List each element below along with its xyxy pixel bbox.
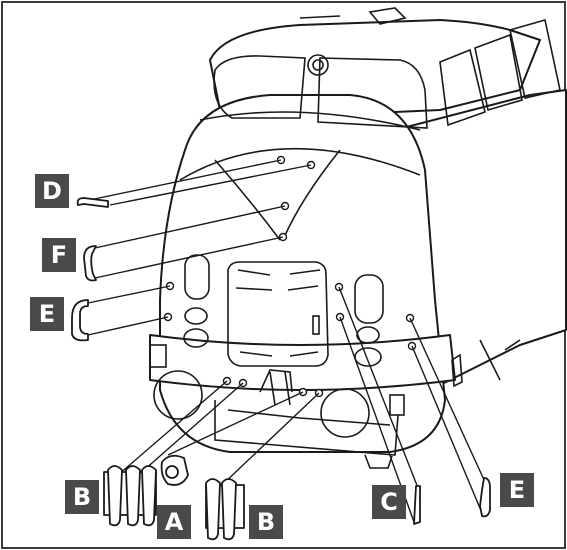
cab-roof	[209, 19, 541, 116]
windshield-right	[317, 57, 428, 129]
buffer-left	[153, 370, 203, 420]
locomotive-details	[149, 7, 561, 469]
label-e-right: E	[500, 473, 534, 507]
side-window-2	[474, 33, 523, 112]
locomotive-body	[149, 19, 567, 453]
grille-left	[184, 254, 210, 300]
part-b-hoses-right	[205, 478, 245, 541]
label-b-left: B	[65, 480, 99, 514]
part-e-handrail-right	[479, 477, 491, 518]
part-d-handrail	[76, 197, 109, 208]
buffer-beam	[149, 334, 456, 391]
front-door	[227, 261, 329, 367]
part-a-coupler	[160, 454, 189, 486]
side-window-3	[509, 18, 561, 99]
label-c: C	[372, 485, 406, 519]
label-d: D	[35, 174, 69, 208]
buffer-right	[320, 388, 370, 438]
windshield-left	[213, 55, 306, 119]
part-e-handrail-left	[71, 299, 89, 342]
part-b-hoses-left	[103, 465, 157, 527]
label-b-right: B	[249, 505, 283, 539]
label-e-left: E	[30, 297, 64, 331]
label-a: A	[157, 505, 191, 539]
parts	[71, 197, 491, 541]
top-lamp	[307, 54, 329, 76]
grille-right	[354, 274, 384, 324]
side-window-1	[439, 48, 486, 127]
leader-lines	[79, 159, 486, 523]
label-f: F	[42, 238, 76, 272]
part-c-handrail	[413, 485, 421, 525]
part-f-handrail	[83, 245, 97, 282]
